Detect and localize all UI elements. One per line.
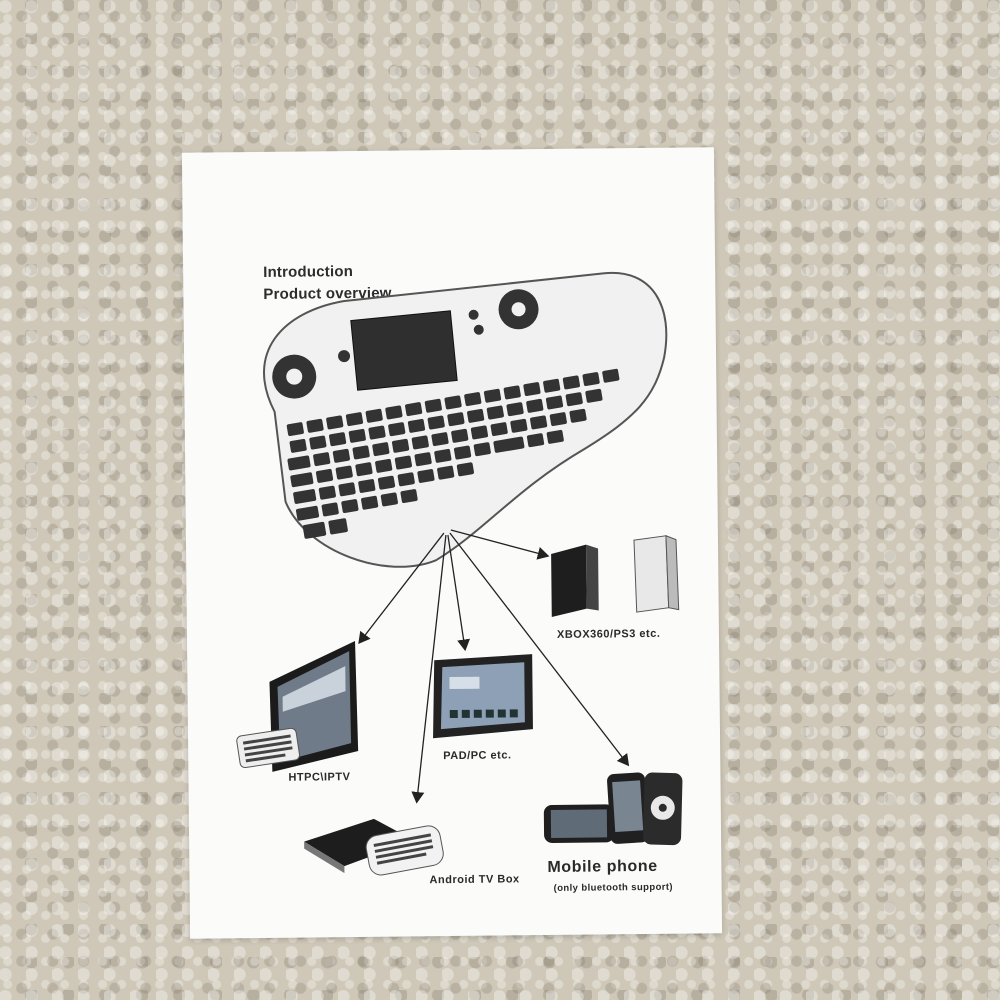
bluetooth-note: (only bluetooth support)	[553, 881, 674, 894]
android-tv-box-label: Android TV Box	[429, 873, 520, 887]
htpc-iptv-label: HTPC\IPTV	[288, 771, 351, 784]
android-tv-box-image	[304, 818, 444, 876]
tv-monitor-image	[236, 641, 359, 772]
tablet-image	[433, 654, 533, 739]
manual-page: Introduction Product overview	[181, 147, 723, 939]
xbox-ps3-label: XBOX360/PS3 etc.	[556, 627, 661, 641]
keyboard-image	[263, 271, 668, 568]
connection-arrows	[358, 529, 630, 804]
console-image	[551, 535, 680, 617]
mobile-phone-image	[543, 772, 683, 846]
mobile-phone-label: Mobile phone	[547, 857, 658, 877]
product-illustration	[236, 271, 683, 876]
pad-pc-label: PAD/PC etc.	[443, 749, 512, 763]
